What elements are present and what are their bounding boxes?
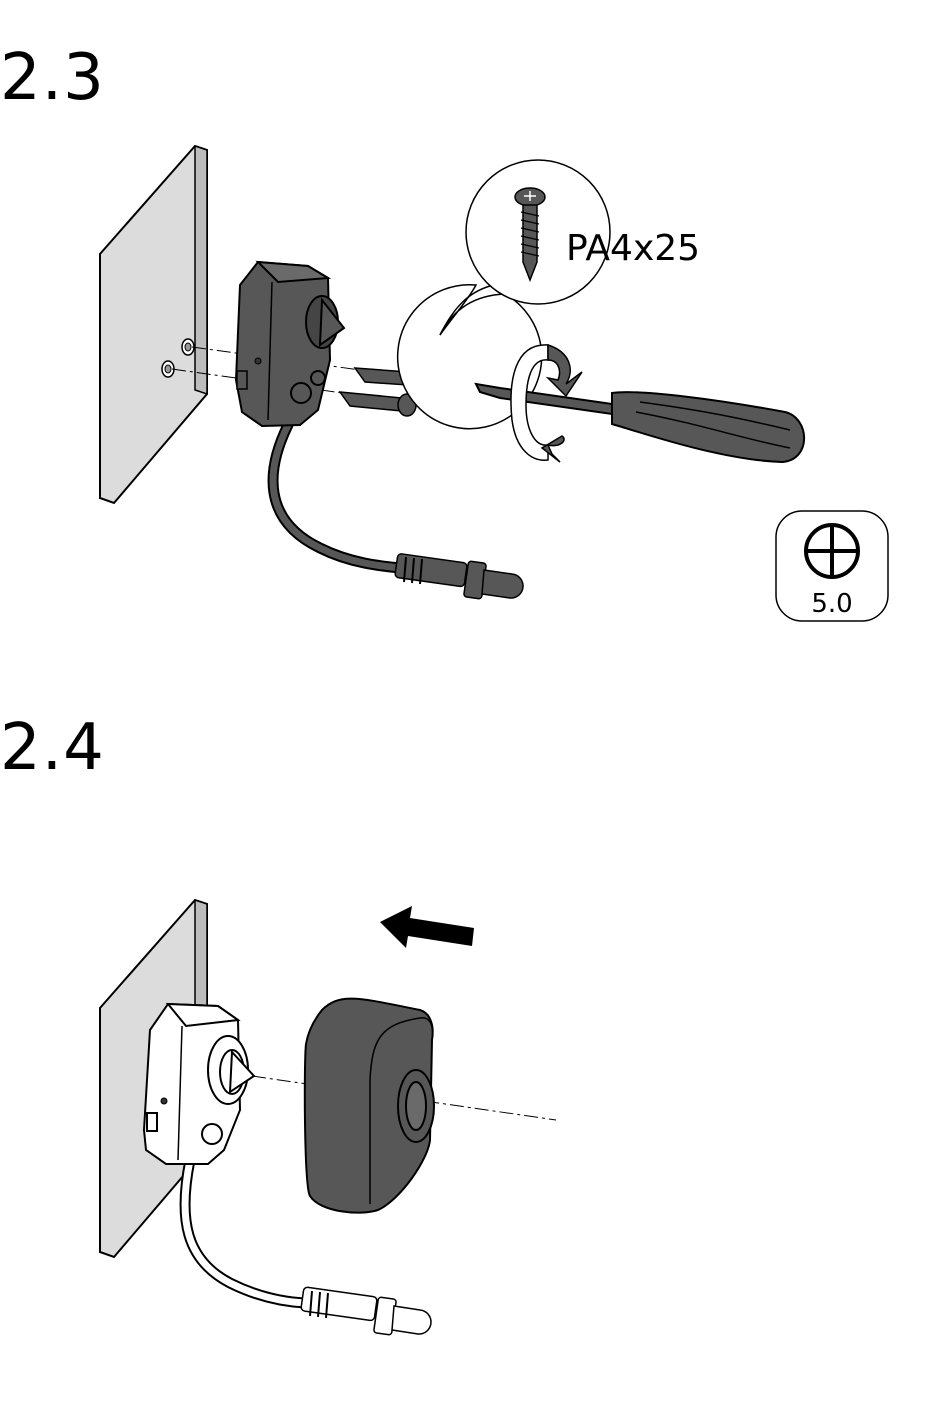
step-2-3-figure: PA4x25 5.0 (100, 146, 888, 621)
wall-plate (100, 146, 207, 503)
phillips-bit-icon: 5.0 (776, 511, 888, 621)
connector (301, 1287, 431, 1335)
connector (395, 553, 523, 599)
cable (273, 425, 400, 568)
sensor-base (144, 1004, 254, 1164)
bit-size-label: 5.0 (811, 589, 852, 619)
push-arrow (380, 906, 474, 948)
sensor-cover (305, 999, 434, 1213)
screw-label: PA4x25 (566, 228, 700, 269)
sensor-base (236, 262, 344, 426)
cable (185, 1160, 305, 1303)
step-2-4-figure (100, 900, 556, 1335)
screw-callout: PA4x25 (398, 160, 700, 429)
